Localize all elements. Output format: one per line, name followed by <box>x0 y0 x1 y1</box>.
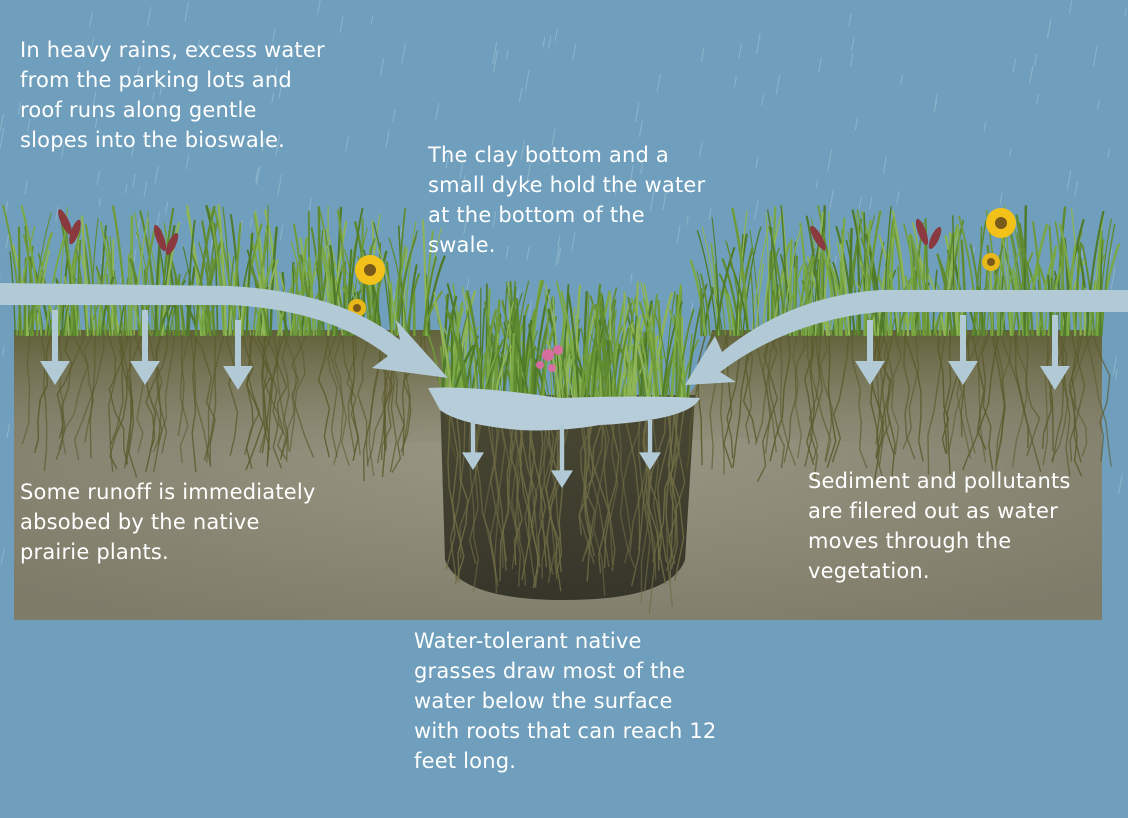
pooled-water <box>428 387 700 431</box>
down-arrow-icon <box>40 310 1070 488</box>
caption-clay-bottom: The clay bottom and a small dyke hold th… <box>428 143 706 257</box>
seed-head-icon <box>58 209 942 256</box>
caption-absorbed: Some runoff is immediately absobed by th… <box>20 480 316 564</box>
pink-flower-icon <box>536 345 563 372</box>
caption-filtered: Sediment and pollutants are filered out … <box>808 469 1071 583</box>
root-lines <box>21 334 1112 615</box>
caption-deep-roots: Water-tolerant native grasses draw most … <box>414 629 717 773</box>
runoff-arrow-left <box>0 283 448 378</box>
runoff-arrow-right <box>685 290 1128 385</box>
caption-rain-runoff: In heavy rains, excess water from the pa… <box>20 38 325 152</box>
